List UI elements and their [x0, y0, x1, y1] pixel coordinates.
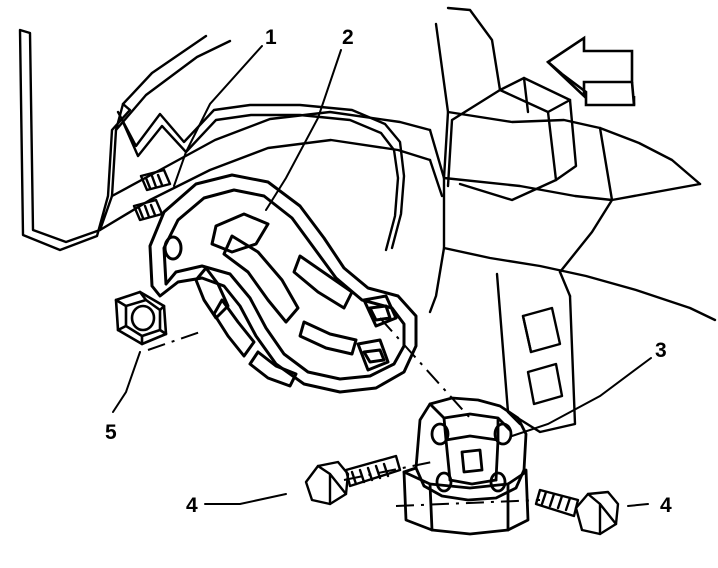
center-lines	[147, 317, 541, 507]
fuel-line-hose	[116, 103, 406, 252]
centerline-nut	[147, 331, 201, 351]
leader-3	[511, 357, 652, 437]
centerline-bracket-to-mount	[379, 317, 471, 419]
centerline-bolt-right	[395, 499, 541, 507]
retaining-nut	[114, 290, 168, 346]
rear-structure-box	[446, 6, 578, 202]
leader-2	[265, 49, 342, 211]
centerline-bolt-left	[343, 461, 433, 481]
leader-4-right	[627, 503, 649, 507]
leader-lines	[112, 45, 652, 507]
transmission-support-bracket	[148, 173, 418, 394]
transmission-mount	[402, 396, 530, 536]
mount-bolt-right	[534, 488, 620, 536]
callout-label-2: 2	[342, 26, 354, 49]
leader-1	[173, 45, 263, 187]
front-of-vehicle-arrow	[545, 35, 636, 107]
vehicle-floor-pan	[18, 22, 717, 434]
callout-label-5: 5	[105, 421, 117, 444]
leader-4-left	[204, 493, 287, 505]
mount-bolt-left	[304, 454, 402, 506]
callout-label-1: 1	[265, 26, 277, 49]
callout-label-4-right: 4	[660, 494, 672, 517]
callout-label-4-left: 4	[186, 494, 198, 517]
upper-mounting-studs	[132, 168, 172, 222]
callout-label-3: 3	[655, 339, 667, 362]
leader-5	[112, 351, 141, 413]
